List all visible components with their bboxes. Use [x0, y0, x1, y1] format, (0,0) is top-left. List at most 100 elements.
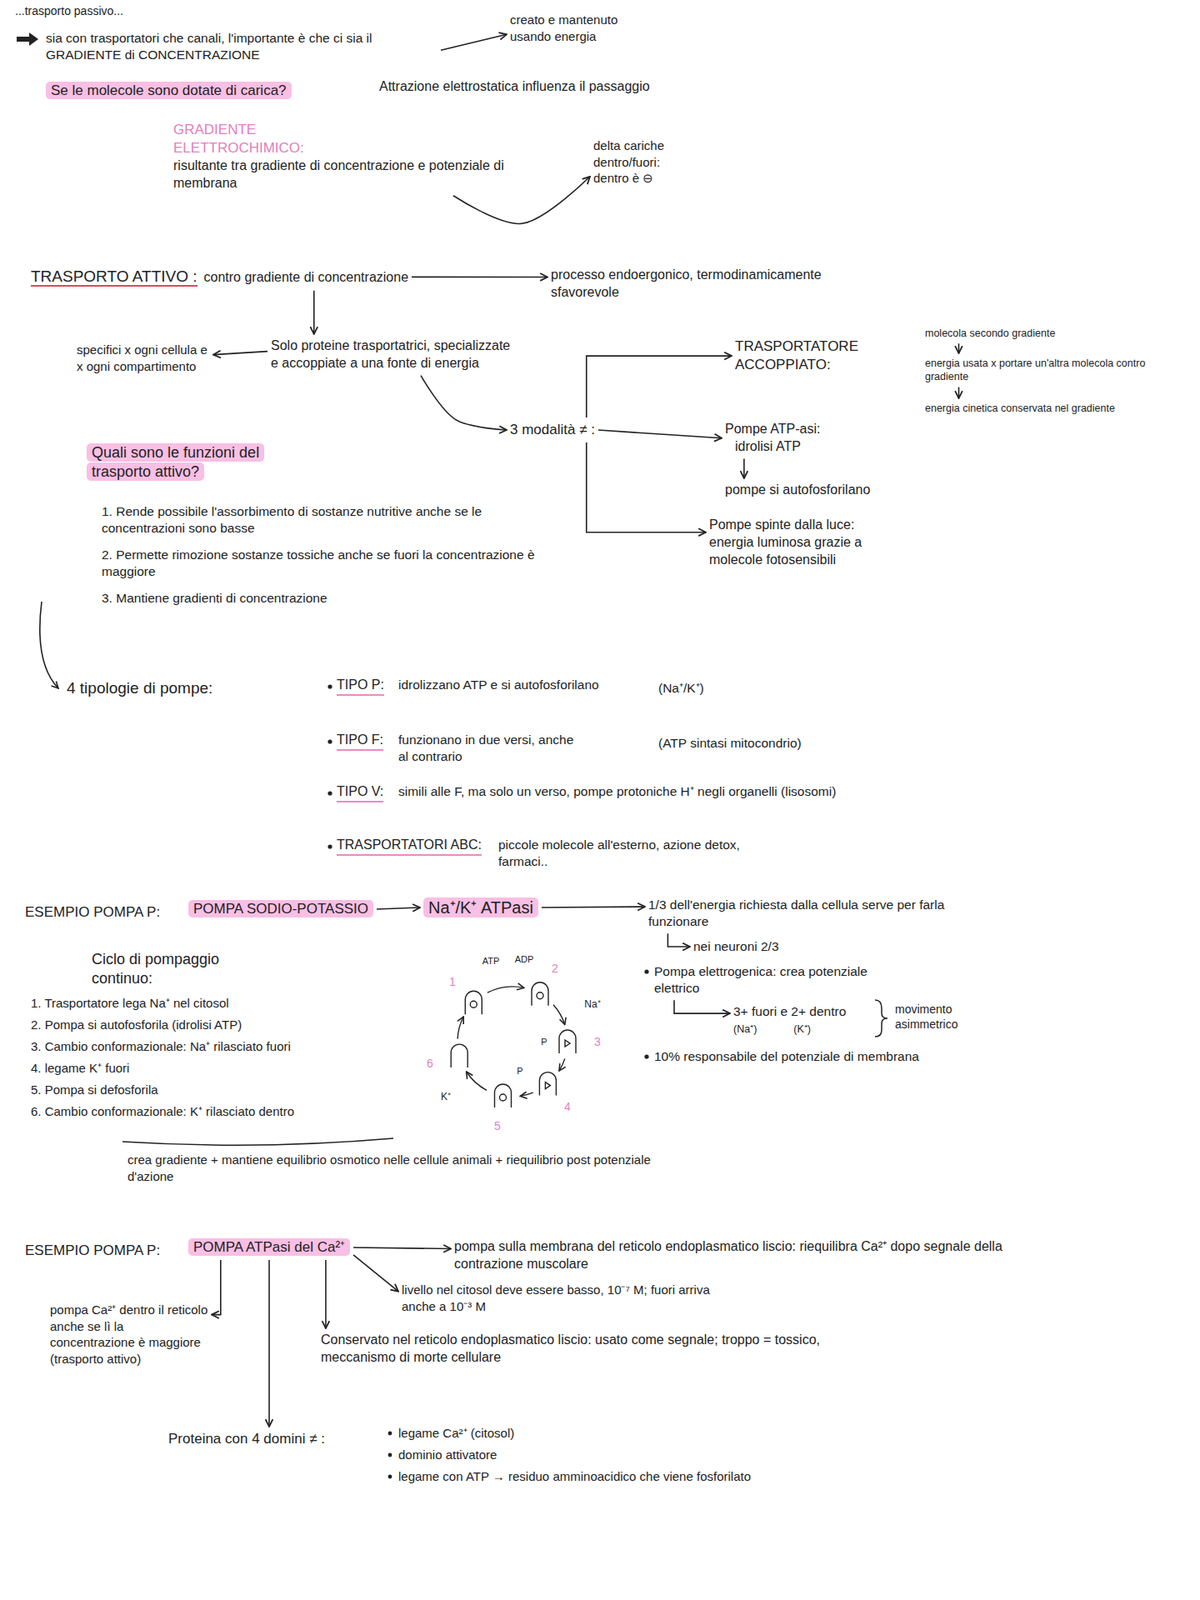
text-node: pompe si autofosforilano [725, 481, 870, 500]
connector-arrow [420, 375, 507, 430]
highlight-box: POMPA ATPasi del Ca²⁺ [188, 1238, 350, 1257]
node-text: Conservato nel reticolo endoplasmatico l… [320, 1331, 838, 1367]
note-text: 1. Rende possibile l'assorbimento di sos… [101, 503, 535, 537]
node-text: GRADIENTE ELETTROCHIMICO: [173, 120, 332, 158]
node-text: energia cinetica conservata nel gradient… [925, 401, 1150, 415]
node-text: (Na⁺) [733, 1022, 757, 1036]
note-text: dominio attivatore [398, 1446, 497, 1464]
node-text: creato e mantenuto usando energia [510, 11, 619, 45]
note-text: piccole molecole all'esterno, azione det… [498, 836, 774, 870]
node-text: idrolisi ATP [735, 438, 820, 456]
text-node: creato e mantenuto usando energia [510, 11, 619, 45]
note-text: ESEMPIO POMPA P: [25, 1241, 160, 1260]
node-text: TRASPORTATORE ACCOPPIATO: [735, 337, 877, 375]
callout-number: 5 [494, 1118, 501, 1134]
phosphate-label: P [540, 1035, 547, 1048]
text-node: 1/3 dell'energia richiesta dalla cellula… [648, 896, 974, 930]
node-text: energia usata x portare un'altra molecol… [925, 356, 1150, 385]
note-text: Ciclo di pompaggio continuo: [91, 950, 267, 990]
node-text: sia con trasportatori che canali, l'impo… [45, 30, 438, 64]
note-text: 6. Cambio conformazionale: K⁺ rilasciato… [30, 1103, 295, 1120]
text-node: Pompa elettrogenica: crea potenziale ele… [654, 963, 905, 997]
connector-arrow [958, 343, 960, 354]
note-text: (Na⁺/K⁺) [658, 680, 705, 697]
connector-arrow [325, 1260, 327, 1329]
node-text: 3 modalità ≠ : [510, 420, 595, 440]
text-node: molecola secondo gradiente [925, 326, 1150, 340]
pump-cycle-illustration [450, 982, 576, 1108]
node-text: 3+ fuori e 2+ dentro [733, 1003, 848, 1020]
highlight-box: POMPA SODIO-POTASSIO [188, 900, 374, 919]
node-text: energia luminosa grazie a molecole fotos… [709, 534, 876, 570]
node-text: Quali sono le funzioni del trasporto att… [86, 443, 265, 481]
node-text: pompa sulla membrana del reticolo endopl… [454, 1238, 1038, 1274]
note-text: ...trasporto passivo... [15, 3, 124, 19]
connector-arrow [453, 176, 590, 225]
connector-arrow [743, 459, 745, 479]
connector-arrow [667, 933, 690, 947]
callout-number: 4 [564, 1099, 571, 1115]
connector-arrow [586, 355, 732, 418]
connector-arrow [411, 276, 548, 279]
text-node: 3 modalità ≠ : [510, 420, 595, 440]
text-node: 4 tipologie di pompe: [66, 678, 213, 700]
note-text: idrolizzano ATP e si autofosforilano [398, 676, 640, 694]
note-text: 3. Mantiene gradienti di concentrazione [101, 590, 535, 607]
text-node: pompa Ca²⁺ dentro il reticolo anche se l… [50, 1301, 209, 1367]
text-node: Conservato nel reticolo endoplasmatico l… [320, 1331, 838, 1367]
note-text: 2. Pompa si autofosforila (idrolisi ATP) [30, 1016, 242, 1034]
node-text: pompe si autofosforilano [725, 481, 870, 500]
text-node: 3+ fuori e 2+ dentro (Na⁺) (K⁺) [733, 1003, 848, 1037]
text-node: pompa sulla membrana del reticolo endopl… [454, 1238, 1038, 1274]
node-text: 1/3 dell'energia richiesta dalla cellula… [648, 896, 974, 930]
highlight-box: Na⁺/K⁺ ATPasi [423, 896, 539, 919]
text-node: energia usata x portare un'altra molecol… [925, 356, 1150, 385]
note-text: ESEMPIO POMPA P: [25, 903, 160, 922]
connector-arrow [674, 1000, 730, 1014]
note-text: TIPO F: [336, 731, 384, 751]
note-text: TIPO V: [336, 783, 384, 803]
node-text: Proteina con 4 domini ≠ : [168, 1430, 325, 1449]
connector-arrow [586, 442, 706, 533]
node-text: livello nel citosol deve essere basso, 1… [401, 1281, 727, 1315]
highlight-box: Se le molecole sono dotate di carica? [45, 81, 292, 100]
connector-arrow [598, 430, 722, 439]
node-text: specifici x ogni cellula e x ogni compar… [76, 341, 210, 375]
node-text: Pompe ATP-asi: [725, 420, 820, 439]
connector-arrow [958, 387, 960, 400]
note-text: TIPO P: [336, 676, 385, 696]
note-text: Attrazione elettrostatica influenza il p… [379, 78, 680, 96]
node-text: Solo proteine trasportatrici, specializz… [270, 337, 521, 373]
text-node: processo endoergonico, termodinamicament… [550, 266, 826, 302]
connector-arrow [268, 1260, 270, 1427]
callout-number: 6 [426, 1055, 434, 1071]
molecule-label: ATP [482, 955, 500, 967]
note-text: movimento asimmetrico [895, 1001, 1012, 1032]
callout-number: 3 [594, 1034, 601, 1050]
highlight-box: Quali sono le funzioni del trasporto att… [86, 443, 312, 483]
node-text: (K⁺) [793, 1022, 811, 1036]
ion-label: Na⁺ [584, 998, 600, 1012]
node-text: 4 tipologie di pompe: [66, 678, 213, 700]
text-node: Proteina con 4 domini ≠ : [168, 1430, 325, 1449]
molecule-label: ADP [515, 953, 535, 965]
connector-arrow [440, 34, 507, 50]
note-text: legame Ca²⁺ (citosol) [398, 1425, 515, 1442]
connector-arrow [376, 907, 420, 910]
node-text: POMPA SODIO-POTASSIO [188, 900, 374, 918]
text-node: Pompe spinte dalla luce:energia luminosa… [709, 516, 876, 569]
brace [875, 1000, 888, 1037]
text-node: specifici x ogni cellula e x ogni compar… [76, 341, 210, 375]
text-node: livello nel citosol deve essere basso, 1… [401, 1281, 727, 1315]
connector-arrow [313, 290, 315, 335]
node-text: TRASPORTO ATTIVO : [30, 267, 198, 287]
text-node: Pompe ATP-asi:idrolisi ATP [725, 420, 820, 456]
text-node: TRASPORTATORE ACCOPPIATO: [735, 337, 877, 375]
connector-arrow [541, 905, 645, 909]
node-text: processo endoergonico, termodinamicament… [550, 266, 826, 302]
node-text: pompa Ca²⁺ dentro il reticolo anche se l… [50, 1301, 209, 1367]
